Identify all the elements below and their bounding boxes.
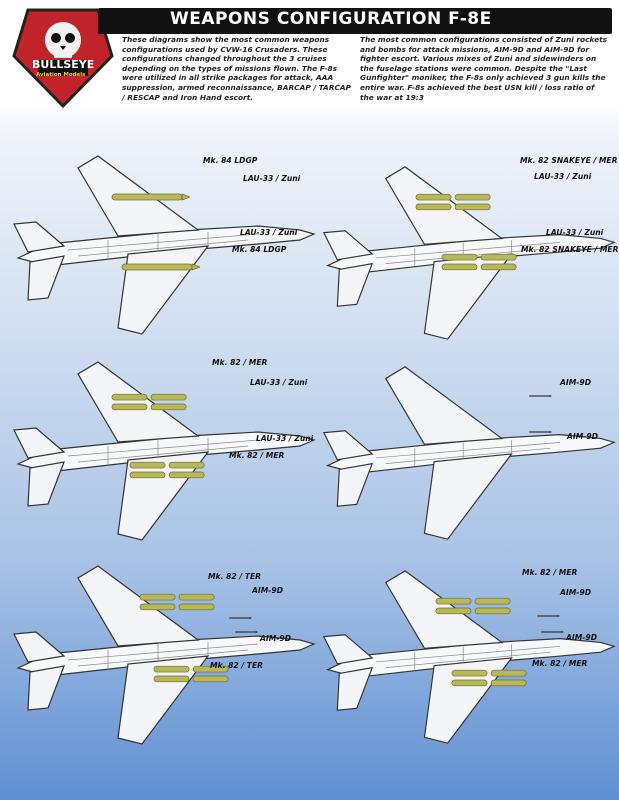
mk82-mer-stores-icon (448, 668, 536, 690)
snakeye-stores-icon (438, 252, 526, 274)
bullseye-logo (12, 8, 114, 109)
callout-label: AIM-9D (560, 588, 591, 597)
callout-label: LAU-33 / Zuni (546, 228, 604, 237)
mk82-mer-stores-icon (108, 392, 196, 414)
callout-label: LAU-33 / Zuni (240, 228, 298, 237)
callout-label: AIM-9D (560, 378, 591, 387)
aim9-missile-icon (528, 392, 552, 400)
aim9-missile-icon (536, 612, 560, 620)
page-title: WEAPONS CONFIGURATION F-8E (170, 9, 492, 29)
callout-label: Mk. 82 / TER (210, 661, 263, 670)
mk84-store-icon (120, 260, 200, 274)
snakeye-stores-icon (412, 192, 500, 214)
callout-label: Mk. 82 / MER (229, 451, 285, 460)
callout-label: LAU-33 / Zuni (243, 174, 301, 183)
logo-subtext: Aviation Models (36, 72, 86, 78)
mk82-ter-stores-icon (136, 592, 224, 614)
aim9-missile-icon (528, 428, 552, 436)
callout-label: LAU-33 / Zuni (534, 172, 592, 181)
aim9-missile-icon (234, 628, 258, 636)
aim9-missile-icon (540, 628, 564, 636)
callout-label: Mk. 84 LDGP (203, 156, 258, 165)
callout-label: AIM-9D (260, 634, 291, 643)
callout-label: Mk. 82 / TER (208, 572, 261, 581)
callout-label: LAU-33 / Zuni (256, 434, 314, 443)
intro-right: The most common configurations consisted… (360, 35, 608, 102)
mk82-mer-stores-icon (432, 596, 520, 618)
aim9-missile-icon (228, 614, 252, 622)
callout-label: AIM-9D (252, 586, 283, 595)
logo-text: BULLSEYE (32, 58, 95, 71)
callout-label: AIM-9D (567, 432, 598, 441)
callout-label: Mk. 82 SNAKEYE / MER (521, 245, 619, 254)
callout-label: Mk. 82 / MER (532, 659, 588, 668)
callout-label: Mk. 84 LDGP (232, 245, 287, 254)
header-bar (98, 8, 612, 34)
callout-label: AIM-9D (566, 633, 597, 642)
mk84-store-icon (110, 190, 190, 204)
mk82-mer-stores-icon (126, 460, 214, 482)
callout-label: Mk. 82 SNAKEYE / MER (520, 156, 618, 165)
callout-label: LAU-33 / Zuni (250, 378, 308, 387)
callout-label: Mk. 82 / MER (212, 358, 268, 367)
intro-left: These diagrams show the most common weap… (122, 35, 352, 102)
callout-label: Mk. 82 / MER (522, 568, 578, 577)
